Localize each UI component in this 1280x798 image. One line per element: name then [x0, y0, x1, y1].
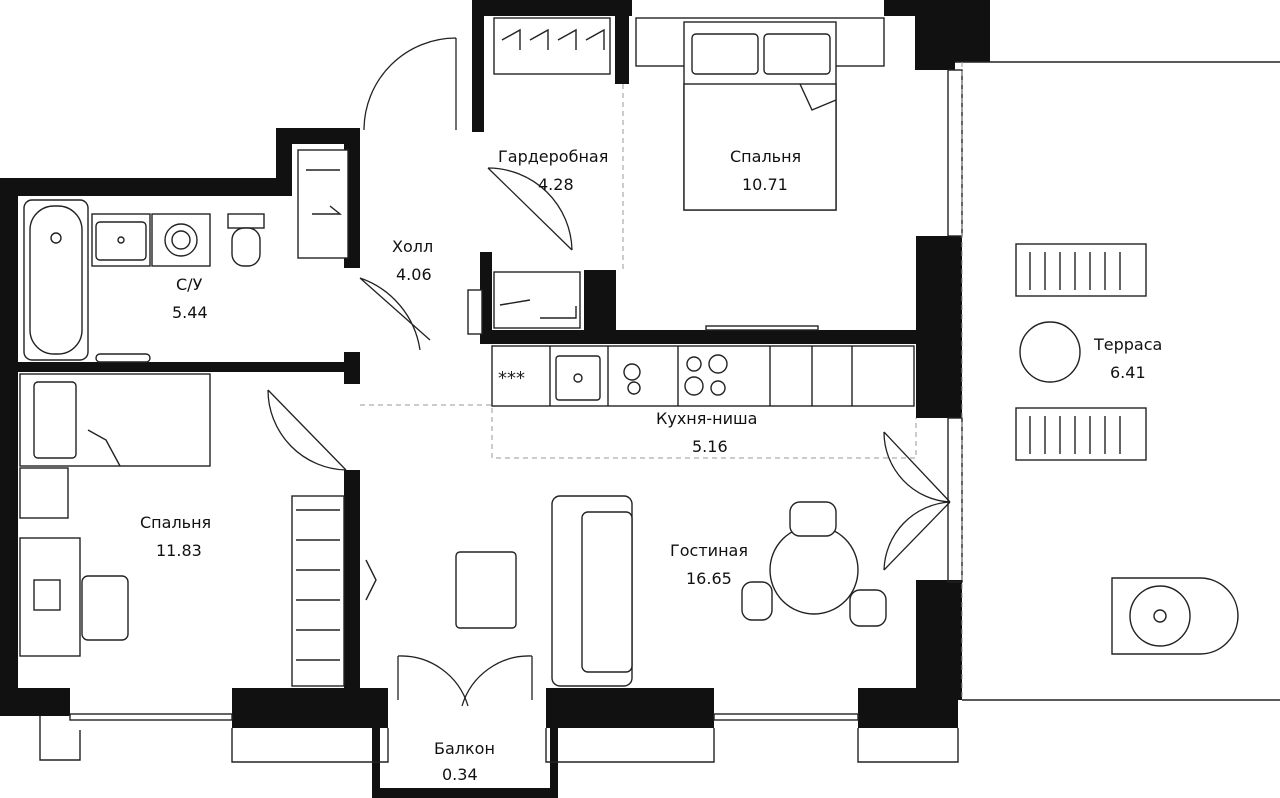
sun-lounger-bottom	[1015, 407, 1147, 461]
bed-top	[635, 17, 885, 211]
towel-rail	[95, 353, 151, 363]
washing-machine	[151, 213, 211, 267]
bathtub	[23, 199, 89, 361]
room-area-balcony: 0.34	[442, 765, 478, 784]
windows	[39, 61, 1280, 763]
room-label-hall: Холл	[392, 237, 433, 256]
room-label-bedroom-left: Спальня	[140, 513, 211, 532]
wardrobe-rack	[493, 17, 611, 75]
terrace-table	[1019, 321, 1081, 383]
stove-icon: ***	[498, 368, 525, 389]
kitchen-sink	[555, 355, 601, 401]
room-area-terrace: 6.41	[1110, 363, 1146, 382]
room-area-bedroom-left: 11.83	[156, 541, 202, 560]
desk	[19, 537, 129, 657]
doors	[267, 37, 951, 707]
sun-lounger-top	[1015, 243, 1147, 297]
room-label-bedroom-top: Спальня	[730, 147, 801, 166]
room-label-balcony: Балкон	[434, 739, 495, 758]
room-area-kitchen: 5.16	[692, 437, 728, 456]
dining-table	[741, 501, 887, 627]
room-area-living: 16.65	[686, 569, 732, 588]
bathroom-sink	[91, 213, 151, 267]
room-area-hall: 4.06	[396, 265, 432, 284]
room-label-terrace: Терраса	[1093, 335, 1162, 354]
tv-stand	[705, 325, 819, 331]
room-label-living: Гостиная	[670, 541, 748, 560]
walls	[0, 0, 990, 798]
toilet	[227, 213, 265, 267]
dishwasher-icon	[623, 363, 641, 395]
room-label-bathroom: С/У	[176, 275, 203, 294]
cooktop	[684, 354, 728, 396]
sofa	[551, 495, 633, 687]
room-labels: Гардеробная 4.28 Спальня 10.71 Холл 4.06…	[140, 147, 1162, 784]
bed-left	[19, 373, 211, 519]
room-label-kitchen: Кухня-ниша	[656, 409, 757, 428]
closet-hall	[297, 149, 349, 259]
room-area-bedroom-top: 10.71	[742, 175, 788, 194]
room-area-bathroom: 5.44	[172, 303, 208, 322]
spiral-stair	[1111, 577, 1239, 655]
room-label-wardrobe: Гардеробная	[498, 147, 608, 166]
kitchen-closet	[467, 271, 581, 335]
shelf-unit	[291, 495, 345, 687]
room-area-wardrobe: 4.28	[538, 175, 574, 194]
coffee-table	[455, 551, 517, 629]
